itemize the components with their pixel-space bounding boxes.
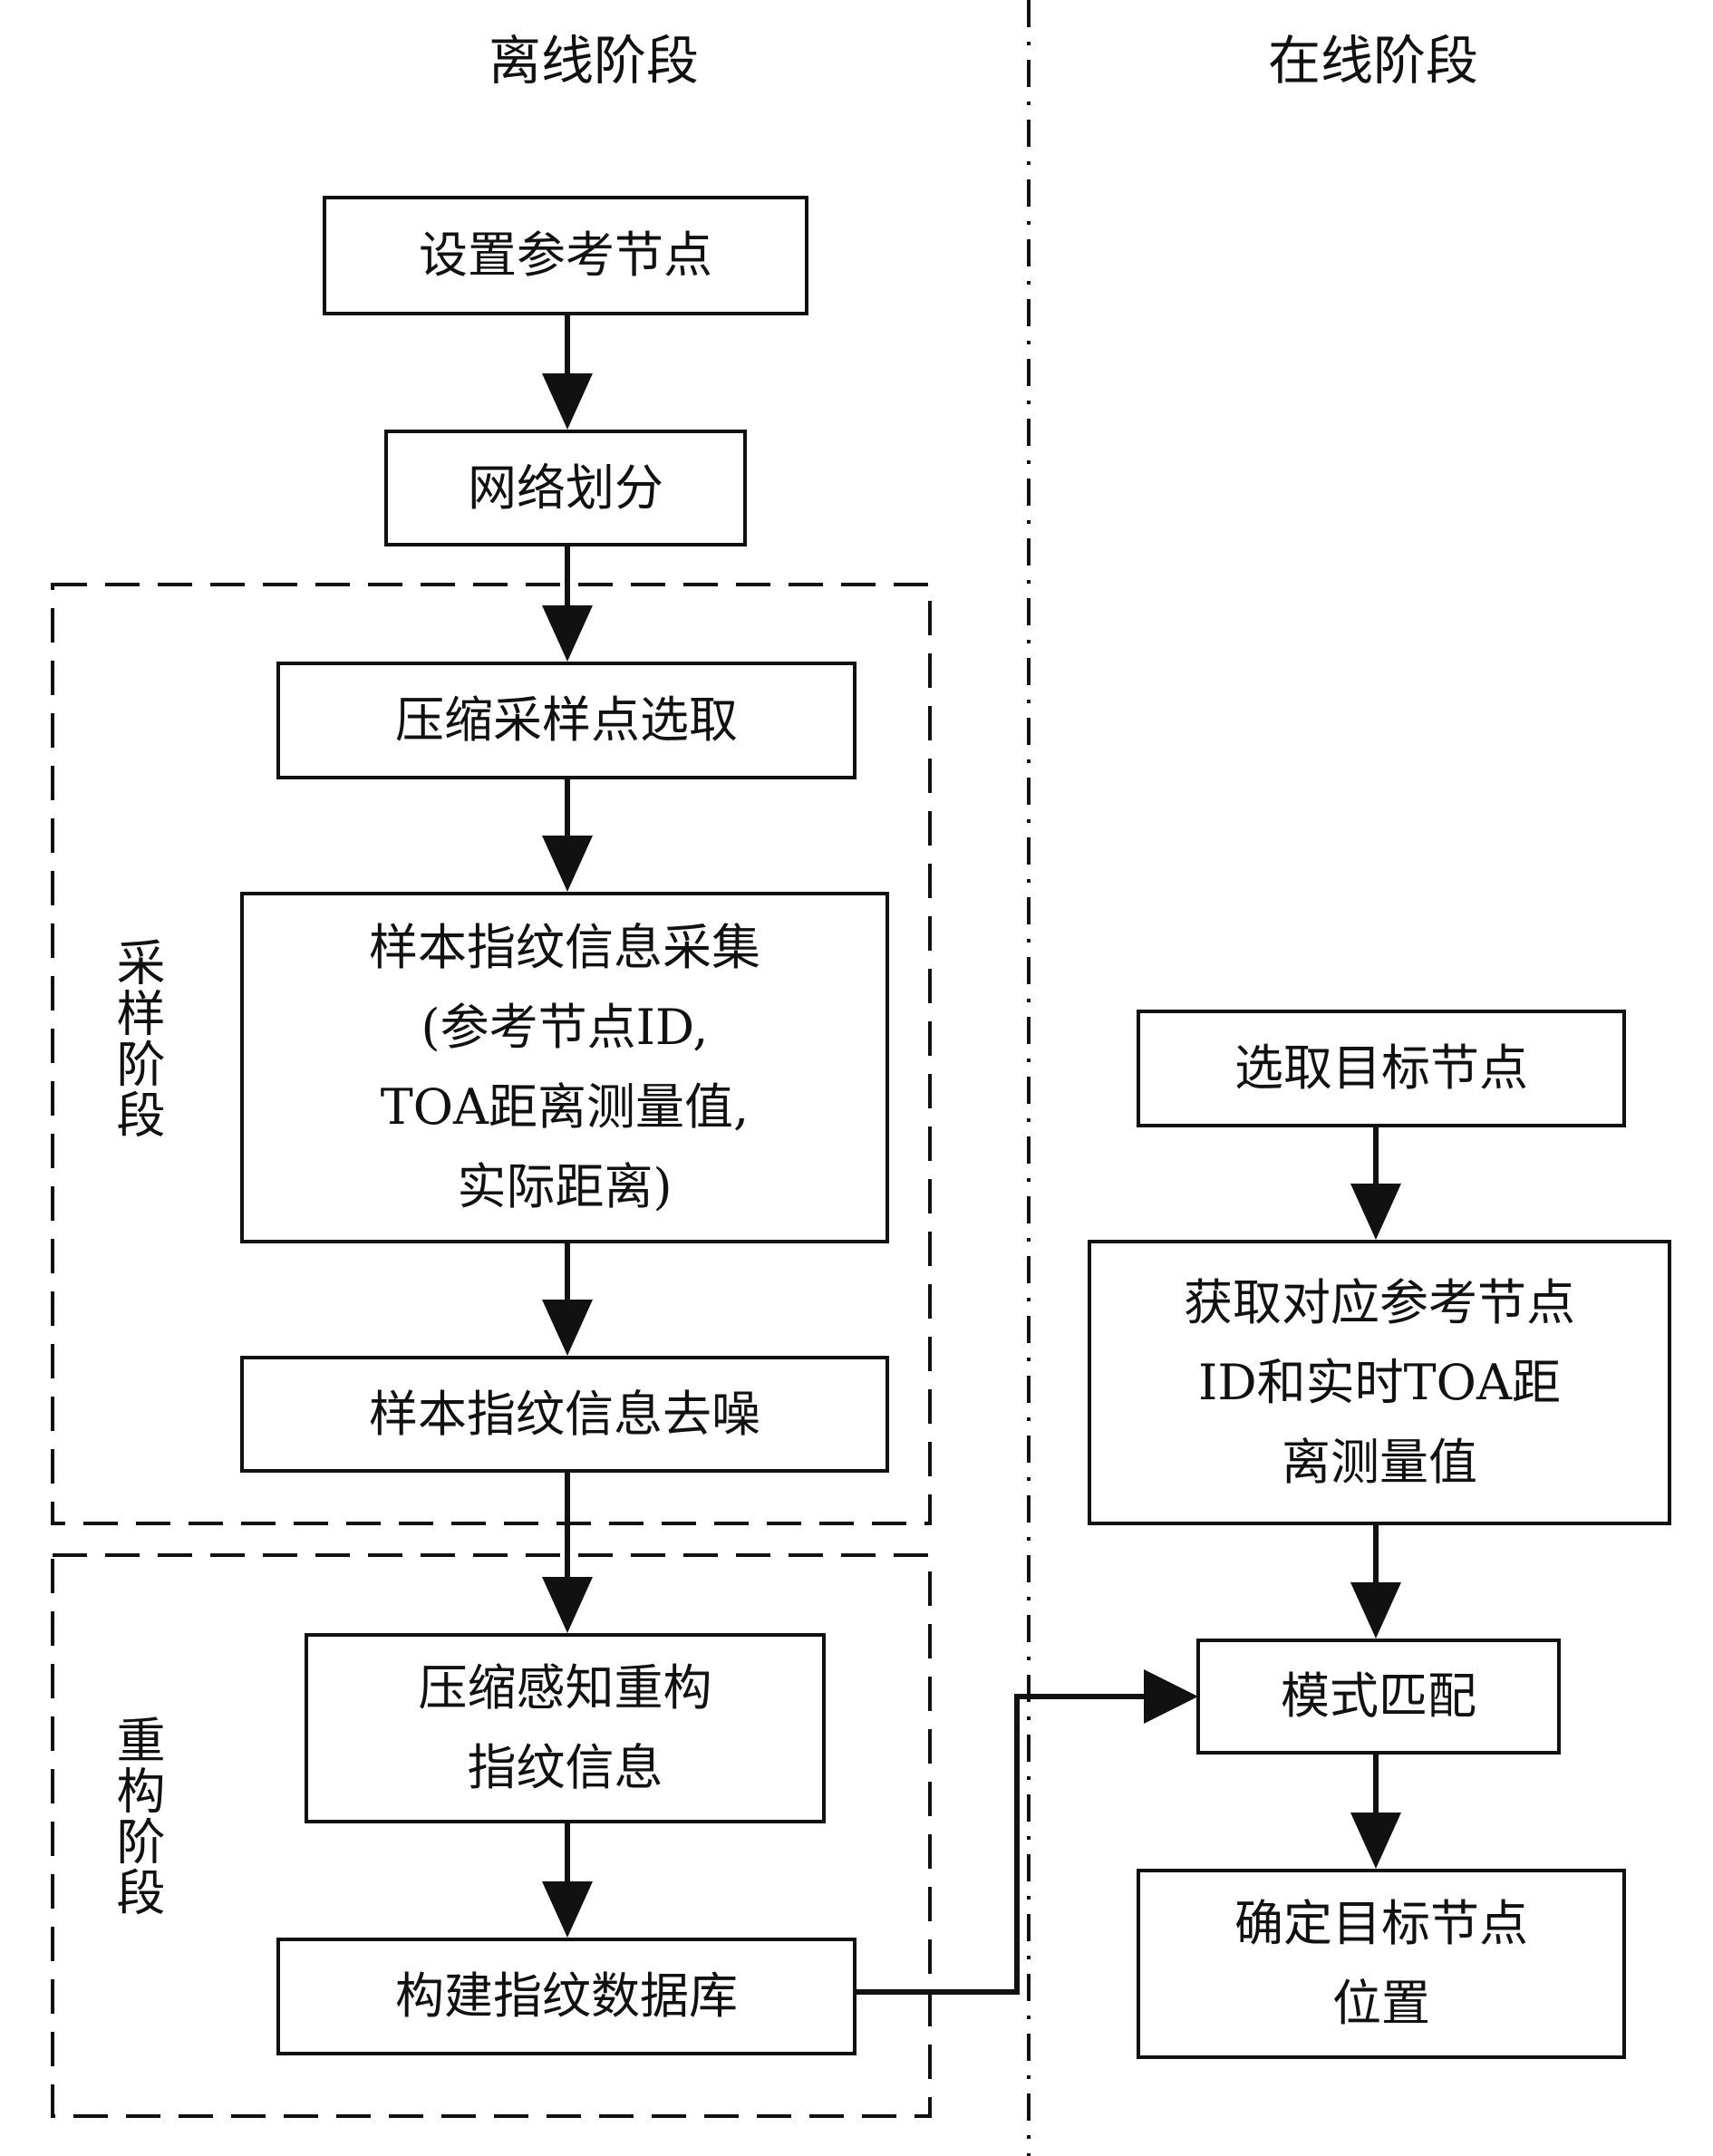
- box-line: 位置: [1332, 1975, 1430, 2032]
- box-line: 样本指纹信息去噪: [369, 1385, 760, 1443]
- box-line: 样本指纹信息采集: [369, 919, 760, 976]
- box-line: 网络划分: [468, 459, 663, 517]
- arrow-sample-select-to-collection: [542, 779, 593, 892]
- offline-phase-header: 离线阶段: [488, 30, 700, 92]
- box-line: 设置参考节点: [419, 227, 712, 284]
- box-line: 指纹信息: [467, 1739, 663, 1796]
- reconstruction-phase-label: 重构阶段: [108, 1715, 165, 1918]
- arrow-grid-to-sample-select: [542, 546, 593, 662]
- acquire-measurements-box: 获取对应参考节点 ID和实时TOA距 离测量值: [1088, 1240, 1671, 1525]
- set-reference-nodes-box: 设置参考节点: [323, 196, 808, 315]
- cs-reconstruction-box: 压缩感知重构 指纹信息: [305, 1633, 826, 1823]
- arrow-set-to-grid: [542, 315, 593, 430]
- box-line: 模式匹配: [1281, 1668, 1476, 1725]
- select-target-box: 选取目标节点: [1137, 1010, 1626, 1127]
- box-line: 实际距离): [457, 1158, 673, 1215]
- compressed-sample-selection-box: 压缩采样点选取: [276, 662, 856, 779]
- arrow-collection-to-denoise: [542, 1243, 593, 1356]
- box-line: ID和实时TOA距: [1198, 1353, 1561, 1411]
- arrow-database-to-pattern-matching: [854, 1669, 1198, 1995]
- box-line: 获取对应参考节点: [1184, 1273, 1575, 1331]
- arrow-denoise-to-reconstruction: [542, 1473, 593, 1633]
- fingerprint-denoise-box: 样本指纹信息去噪: [240, 1356, 889, 1473]
- pattern-matching-box: 模式匹配: [1196, 1639, 1561, 1755]
- fingerprint-collection-box: 样本指纹信息采集 (参考节点ID, TOA距离测量值, 实际距离): [240, 892, 889, 1243]
- arrow-pattern-matching-to-position: [1350, 1755, 1401, 1869]
- sampling-phase-label: 采样阶段: [108, 937, 165, 1140]
- arrow-acquire-to-pattern-matching: [1350, 1525, 1401, 1639]
- box-line: 压缩感知重构: [418, 1659, 712, 1716]
- determine-position-box: 确定目标节点 位置: [1137, 1869, 1626, 2059]
- reconstruction-phase-frame: [51, 1553, 932, 2118]
- build-database-box: 构建指纹数据库: [276, 1938, 856, 2055]
- online-phase-header: 在线阶段: [1267, 30, 1479, 92]
- box-line: TOA距离测量值,: [380, 1078, 750, 1136]
- box-line: 压缩采样点选取: [395, 691, 738, 749]
- box-line: (参考节点ID,: [421, 999, 709, 1056]
- grid-division-box: 网络划分: [384, 430, 747, 546]
- sampling-phase-frame: [51, 583, 932, 1525]
- box-line: 离测量值: [1282, 1433, 1477, 1491]
- box-line: 构建指纹数据库: [395, 1967, 738, 2025]
- box-line: 选取目标节点: [1234, 1039, 1528, 1097]
- box-line: 确定目标节点: [1234, 1895, 1528, 1952]
- arrow-select-target-to-acquire: [1350, 1127, 1401, 1240]
- arrow-reconstruction-to-database: [542, 1823, 593, 1938]
